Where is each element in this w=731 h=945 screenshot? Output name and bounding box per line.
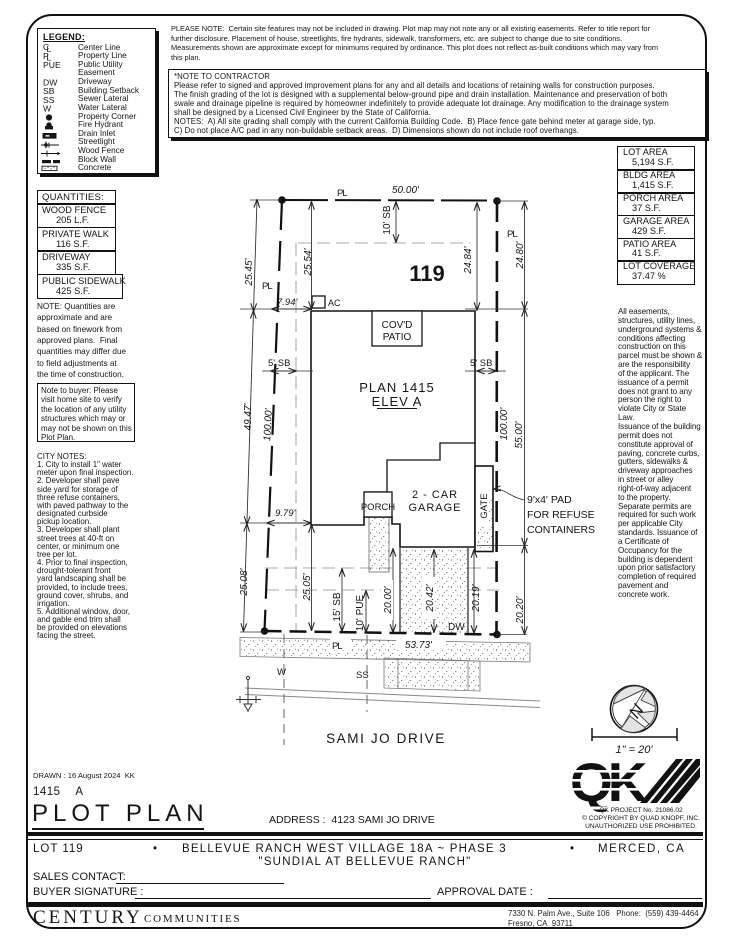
svg-text:PL: PL	[337, 188, 347, 199]
svg-text:GARAGE: GARAGE	[408, 502, 461, 514]
svg-text:20.00': 20.00'	[383, 585, 394, 614]
svg-text:CONTAINERS: CONTAINERS	[527, 524, 595, 536]
svg-text:SS: SS	[356, 670, 369, 681]
svg-text:15' SB: 15' SB	[332, 592, 343, 621]
svg-text:5' SB: 5' SB	[470, 358, 492, 369]
svg-text:20.20': 20.20'	[515, 595, 526, 624]
svg-text:5' SB: 5' SB	[268, 358, 290, 369]
svg-text:DW: DW	[43, 78, 58, 88]
svg-text:P: P	[43, 51, 49, 61]
svg-text:QK: QK	[570, 751, 648, 813]
svg-text:49.47': 49.47'	[243, 402, 254, 430]
svg-text:24.84': 24.84'	[463, 245, 474, 274]
svg-text:25.05': 25.05'	[302, 572, 313, 601]
svg-text:119: 119	[409, 261, 445, 286]
svg-text:L: L	[47, 44, 52, 54]
svg-text:PATIO: PATIO	[383, 332, 412, 343]
svg-text:PL: PL	[332, 641, 342, 652]
svg-text:W: W	[43, 104, 52, 114]
svg-text:1" = 20': 1" = 20'	[616, 744, 654, 756]
svg-text:25.08': 25.08'	[239, 567, 250, 596]
svg-text:PUE: PUE	[43, 60, 61, 70]
svg-text:SB: SB	[43, 86, 55, 96]
svg-text:AC: AC	[328, 298, 341, 308]
svg-text:© COPYRIGHT BY QUAD KNOPF, INC: © COPYRIGHT BY QUAD KNOPF, INC.	[582, 814, 700, 822]
svg-text:9'x4' PAD: 9'x4' PAD	[527, 494, 572, 506]
svg-text:53.73': 53.73'	[405, 640, 433, 651]
svg-text:100.00': 100.00'	[499, 407, 510, 441]
svg-text:PORCH: PORCH	[361, 502, 395, 513]
svg-text:SAMI JO DRIVE: SAMI JO DRIVE	[326, 731, 446, 746]
svg-text:7.94': 7.94'	[277, 297, 298, 308]
svg-text:PL: PL	[262, 281, 272, 292]
svg-text:10' SB: 10' SB	[382, 205, 393, 234]
svg-text:9.79': 9.79'	[275, 508, 296, 519]
svg-text:QK PROJECT No. 21086.02: QK PROJECT No. 21086.02	[599, 807, 683, 814]
svg-text:10' PUE: 10' PUE	[355, 594, 366, 631]
svg-text:PLAN 1415: PLAN 1415	[359, 380, 435, 395]
svg-text:C: C	[43, 42, 49, 52]
svg-text:ELEV A: ELEV A	[372, 394, 423, 409]
svg-text:2 - CAR: 2 - CAR	[412, 489, 458, 501]
svg-text:W: W	[277, 667, 286, 678]
svg-text:100.00': 100.00'	[262, 407, 275, 441]
svg-text:FOR REFUSE: FOR REFUSE	[527, 509, 595, 521]
svg-text:L: L	[47, 53, 52, 63]
svg-text:50.00': 50.00'	[392, 185, 420, 196]
svg-text:25.54': 25.54'	[303, 247, 314, 276]
svg-text:DW: DW	[448, 622, 465, 633]
svg-text:COV'D: COV'D	[382, 320, 413, 331]
svg-text:PL: PL	[507, 229, 517, 240]
svg-text:24.80': 24.80'	[515, 240, 526, 269]
svg-text:SS: SS	[43, 95, 55, 105]
svg-text:UNAUTHORIZED USE PROHIBITED.: UNAUTHORIZED USE PROHIBITED.	[585, 823, 697, 830]
svg-text:20.42': 20.42'	[425, 583, 436, 612]
svg-text:25.45': 25.45'	[244, 257, 255, 286]
svg-text:55.00': 55.00'	[514, 420, 525, 448]
svg-text:GATE: GATE	[479, 493, 490, 518]
svg-text:20.19': 20.19'	[471, 583, 482, 612]
